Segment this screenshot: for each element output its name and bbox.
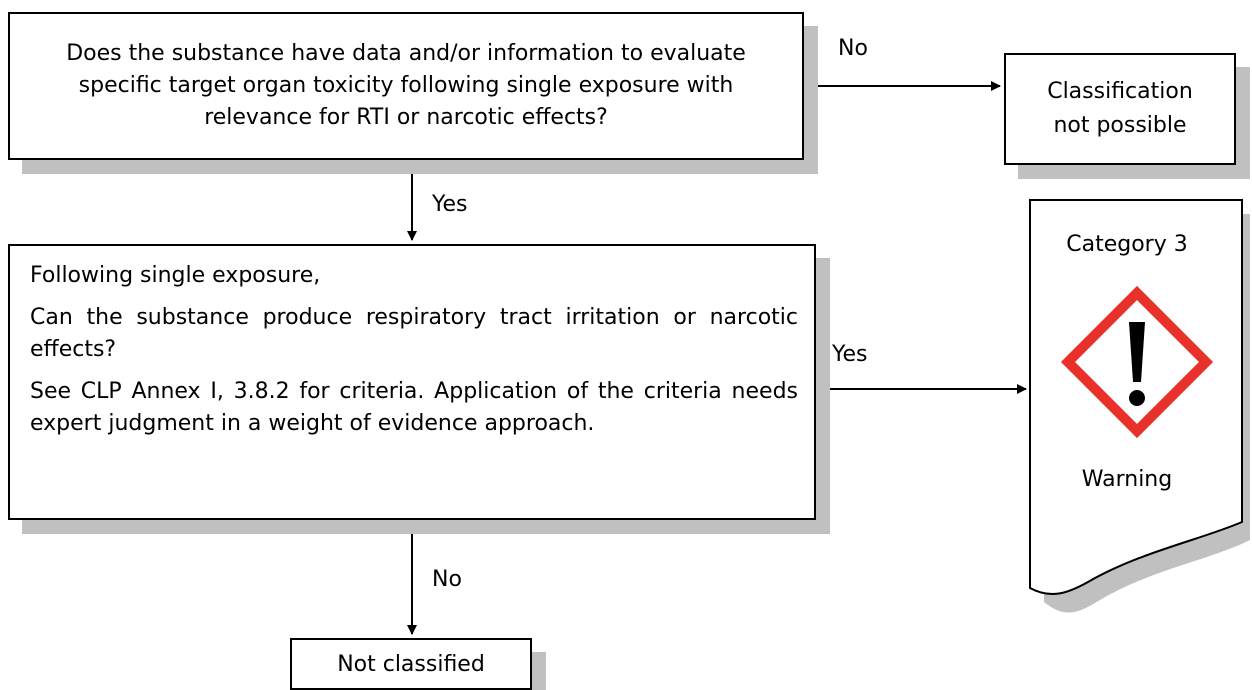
question-box-data-available: Does the substance have data and/or info…	[8, 12, 804, 160]
result-text-line2: not possible	[1053, 113, 1187, 138]
category-label: Category 3	[1066, 232, 1188, 257]
question-text-intro: Following single exposure,	[30, 263, 321, 288]
edge-label-yes: Yes	[432, 192, 468, 217]
result-text-line1: Classification	[1047, 79, 1193, 104]
result-text-not-classified: Not classified	[337, 651, 485, 677]
question-box-rti-narcotic: Following single exposure, Can the subst…	[8, 244, 816, 520]
question-text-data-available: Does the substance have data and/or info…	[66, 41, 746, 130]
exclamation-mark-icon	[1060, 285, 1214, 439]
edge-label-yes: Yes	[832, 342, 868, 367]
edge-label-no: No	[432, 567, 462, 592]
question-text-criteria: See CLP Annex I, 3.8.2 for criteria. App…	[30, 379, 798, 436]
question-text-main: Can the substance produce respiratory tr…	[30, 305, 798, 362]
result-box-classification-not-possible: Classification not possible	[1004, 53, 1236, 165]
result-box-not-classified: Not classified	[290, 638, 532, 690]
edge-label-no: No	[838, 36, 868, 61]
signal-word-label: Warning	[1081, 467, 1173, 492]
